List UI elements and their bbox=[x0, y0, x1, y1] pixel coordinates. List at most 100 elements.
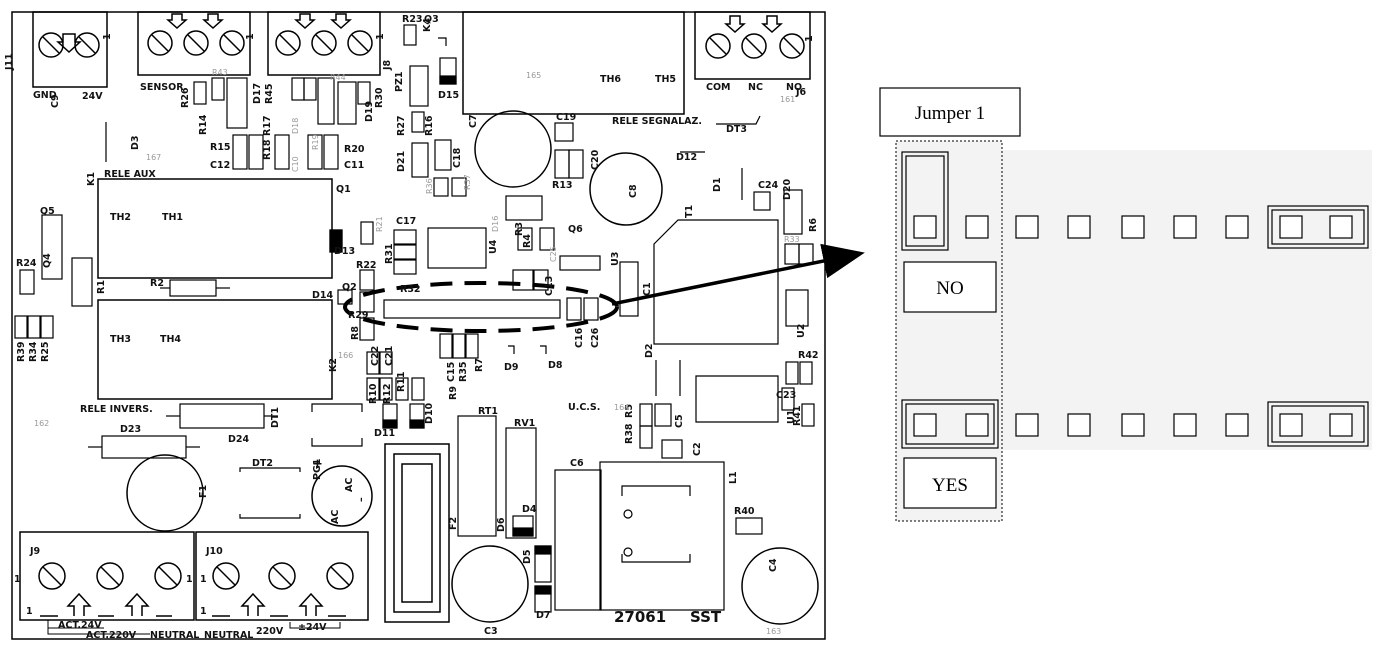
label-r43: R43 bbox=[212, 68, 228, 77]
label-u2: U2 bbox=[796, 324, 807, 338]
label-u4: U4 bbox=[488, 239, 499, 254]
label-r17: R17 bbox=[262, 115, 273, 136]
label-act220: ACT.220V bbox=[86, 630, 137, 641]
jumper-title-box bbox=[879, 87, 1021, 137]
label-d12: D12 bbox=[676, 152, 697, 163]
label-pin1: 1 bbox=[245, 33, 256, 40]
label-th3: TH3 bbox=[110, 334, 131, 345]
label-2: 167 bbox=[146, 153, 161, 162]
label-part-no: 27061 bbox=[614, 608, 666, 626]
label-r27: R27 bbox=[396, 115, 407, 136]
label-r15: R15 bbox=[210, 142, 231, 153]
label-r25: R25 bbox=[40, 341, 51, 362]
label-6: 163 bbox=[766, 627, 781, 636]
label-c12: C12 bbox=[210, 160, 230, 171]
label-r37: R37 bbox=[463, 174, 472, 190]
label-th1: TH1 bbox=[162, 212, 183, 223]
label-r1: R1 bbox=[96, 280, 107, 294]
top-small-components bbox=[105, 24, 814, 265]
label-q2: Q2 bbox=[342, 282, 357, 293]
label-d9: D9 bbox=[504, 362, 519, 373]
label-r12: R12 bbox=[382, 383, 393, 404]
jumper-yes-box bbox=[903, 457, 997, 509]
label-q4: Q4 bbox=[42, 253, 53, 268]
label-d3: D3 bbox=[130, 136, 141, 151]
label-r11: R11 bbox=[396, 371, 407, 392]
relay-k4 bbox=[462, 11, 685, 115]
label-pg1: PG1 bbox=[312, 459, 323, 480]
label-1: 161 bbox=[780, 95, 795, 104]
label-q5: Q5 bbox=[40, 206, 55, 217]
label-3: 166 bbox=[338, 351, 353, 360]
label-c23: C23 bbox=[776, 390, 796, 401]
label-ucs: U.C.S. bbox=[568, 402, 600, 413]
label-no: NO bbox=[786, 82, 802, 93]
label-rv1: RV1 bbox=[514, 418, 535, 429]
label-k4: K4 bbox=[422, 18, 433, 32]
label-r35: R35 bbox=[458, 361, 469, 382]
label-rele-segnalaz: RELE SEGNALAZ. bbox=[612, 116, 702, 127]
jumper-no-box bbox=[903, 261, 997, 313]
label-pin1: 1 bbox=[200, 574, 207, 585]
label-f1: F1 bbox=[198, 485, 209, 498]
label-com: COM bbox=[706, 82, 731, 93]
terminal-sensor bbox=[137, 11, 251, 76]
label-c21: C21 bbox=[384, 346, 395, 366]
label-d24: D24 bbox=[228, 434, 249, 445]
middle-components bbox=[14, 195, 815, 613]
label-pin1: 1 bbox=[200, 606, 207, 617]
label-pin1: 1 bbox=[186, 574, 193, 585]
label-r21: R21 bbox=[375, 216, 384, 232]
label-c26: C26 bbox=[590, 327, 601, 348]
label-t1: T1 bbox=[684, 205, 695, 218]
label-d4: D4 bbox=[522, 504, 537, 515]
inset-background bbox=[1002, 150, 1372, 450]
label-j9: J9 bbox=[29, 546, 40, 557]
label-pm24: ±24V bbox=[298, 622, 327, 633]
label-c1: C1 bbox=[642, 282, 653, 296]
label-r9: R9 bbox=[448, 386, 459, 400]
rectifier-pg1 bbox=[311, 465, 373, 527]
label-r8: R8 bbox=[350, 326, 361, 340]
label-j11: J11 bbox=[4, 53, 15, 71]
label-r2: R2 bbox=[150, 278, 164, 289]
label-d13: D13 bbox=[334, 246, 355, 257]
label-c16: C16 bbox=[574, 327, 585, 348]
label-r19: R19 bbox=[311, 134, 320, 150]
label-c25: C25 bbox=[549, 246, 558, 262]
label-j6: J6 bbox=[795, 87, 807, 98]
label-r23: R23 bbox=[402, 14, 423, 25]
label-th2: TH2 bbox=[110, 212, 131, 223]
label-act24: ACT.24V bbox=[58, 620, 102, 631]
label-r30: R30 bbox=[374, 87, 385, 108]
callout-arrow bbox=[611, 243, 865, 306]
label-d2: D2 bbox=[644, 344, 655, 359]
label-no-label: NO bbox=[936, 278, 963, 299]
label-r6: R6 bbox=[808, 218, 819, 232]
label-r14: R14 bbox=[198, 114, 209, 135]
label-c24: C24 bbox=[758, 180, 779, 191]
label-d21: D21 bbox=[396, 151, 407, 172]
label-d23: D23 bbox=[120, 424, 141, 435]
fuse-holder-f2 bbox=[384, 443, 450, 623]
label-c13: C13 bbox=[544, 276, 555, 296]
label-r24: R24 bbox=[16, 258, 37, 269]
label-l1: L1 bbox=[728, 471, 739, 484]
label-c17: C17 bbox=[396, 216, 416, 227]
highlight-jumper-area bbox=[343, 281, 619, 333]
label-d10: D10 bbox=[424, 403, 435, 424]
label-j10: J10 bbox=[205, 546, 223, 557]
jumper-pins-row-no bbox=[901, 151, 1369, 251]
label-c10: C10 bbox=[291, 156, 300, 172]
label-c8: C8 bbox=[628, 184, 639, 198]
label-pin1: 1 bbox=[26, 606, 33, 617]
label-r45: R45 bbox=[264, 83, 275, 104]
label-v220: 220V bbox=[256, 626, 284, 637]
label-r18: R18 bbox=[262, 139, 273, 160]
label-c20: C20 bbox=[590, 149, 601, 170]
label-r22: R22 bbox=[356, 260, 377, 271]
label-d20: D20 bbox=[782, 179, 793, 200]
label-r3: R3 bbox=[514, 222, 525, 236]
fuse-f1 bbox=[126, 454, 204, 532]
